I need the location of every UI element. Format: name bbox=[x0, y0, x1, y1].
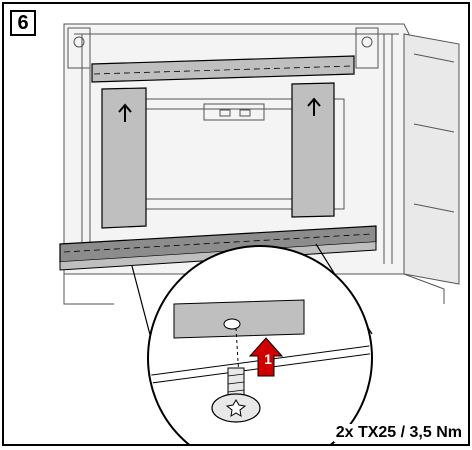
right-mounting-plate bbox=[291, 82, 335, 218]
up-arrow-icon bbox=[118, 103, 132, 122]
up-arrow-icon bbox=[307, 97, 321, 116]
torque-caption: 2x TX25 / 3,5 Nm bbox=[333, 424, 464, 442]
arrow-marker-number: 1 bbox=[264, 351, 272, 367]
top-mounting-rail bbox=[91, 55, 355, 83]
torx-screw-icon bbox=[211, 367, 261, 423]
insert-direction-arrow bbox=[248, 337, 284, 377]
mounting-illustration bbox=[59, 23, 460, 444]
detail-view bbox=[147, 245, 373, 444]
left-mounting-plate bbox=[101, 87, 147, 229]
instruction-panel: 6 bbox=[2, 2, 470, 446]
step-number: 6 bbox=[10, 10, 36, 36]
